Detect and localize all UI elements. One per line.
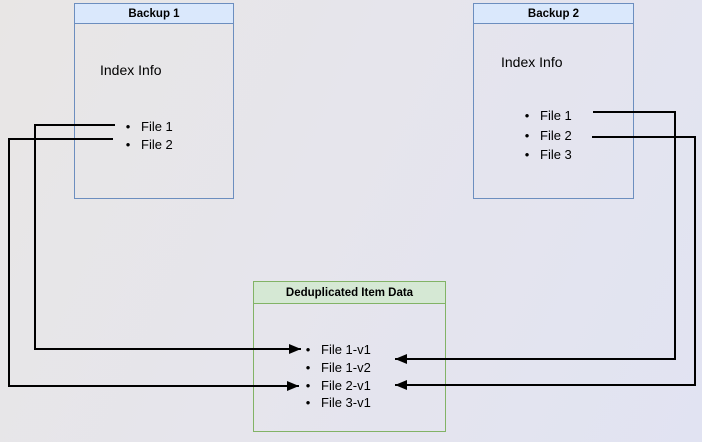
list-item: • File 2-v1 bbox=[301, 376, 371, 394]
backup1-file1-label: File 1 bbox=[141, 118, 173, 134]
backup2-file-list: • File 1 • File 2 • File 3 bbox=[520, 106, 572, 165]
list-item: • File 2 bbox=[520, 126, 572, 146]
list-item: • File 1 bbox=[121, 117, 173, 135]
backup2-header: Backup 2 bbox=[474, 4, 633, 24]
bullet-icon: • bbox=[524, 108, 530, 124]
bullet-icon: • bbox=[305, 395, 311, 411]
bullet-icon: • bbox=[125, 118, 131, 134]
backup1-file-list: • File 1 • File 2 bbox=[121, 117, 173, 153]
bullet-icon: • bbox=[305, 360, 311, 376]
backup1-box: Backup 1 Index Info • File 1 • File 2 bbox=[74, 3, 234, 199]
bullet-icon: • bbox=[305, 342, 311, 358]
bullet-icon: • bbox=[524, 147, 530, 163]
list-item: • File 3-v1 bbox=[301, 394, 371, 412]
list-item: • File 3 bbox=[520, 145, 572, 165]
dedup-file2v1-label: File 2-v1 bbox=[321, 377, 371, 393]
bullet-icon: • bbox=[524, 127, 530, 143]
dedup-item-list: • File 1-v1 • File 1-v2 • File 2-v1 • Fi… bbox=[301, 341, 371, 412]
dedup-file1v2-label: File 1-v2 bbox=[321, 360, 371, 376]
backup2-index-info-label: Index Info bbox=[501, 54, 563, 70]
list-item: • File 1-v2 bbox=[301, 359, 371, 377]
dedup-file3v1-label: File 3-v1 bbox=[321, 395, 371, 411]
bullet-icon: • bbox=[305, 377, 311, 393]
list-item: • File 1-v1 bbox=[301, 341, 371, 359]
bullet-icon: • bbox=[125, 136, 131, 152]
dedup-box: Deduplicated Item Data • File 1-v1 • Fil… bbox=[253, 281, 446, 432]
backup2-file2-label: File 2 bbox=[540, 127, 572, 143]
backup2-file1-label: File 1 bbox=[540, 108, 572, 124]
dedup-file1v1-label: File 1-v1 bbox=[321, 342, 371, 358]
list-item: • File 1 bbox=[520, 106, 572, 126]
backup1-index-info-label: Index Info bbox=[100, 62, 162, 78]
backup1-file2-label: File 2 bbox=[141, 136, 173, 152]
backup1-header: Backup 1 bbox=[75, 4, 233, 24]
list-item: • File 2 bbox=[121, 135, 173, 153]
dedup-header: Deduplicated Item Data bbox=[254, 282, 445, 304]
backup2-box: Backup 2 Index Info • File 1 • File 2 • … bbox=[473, 3, 634, 199]
backup2-file3-label: File 3 bbox=[540, 147, 572, 163]
